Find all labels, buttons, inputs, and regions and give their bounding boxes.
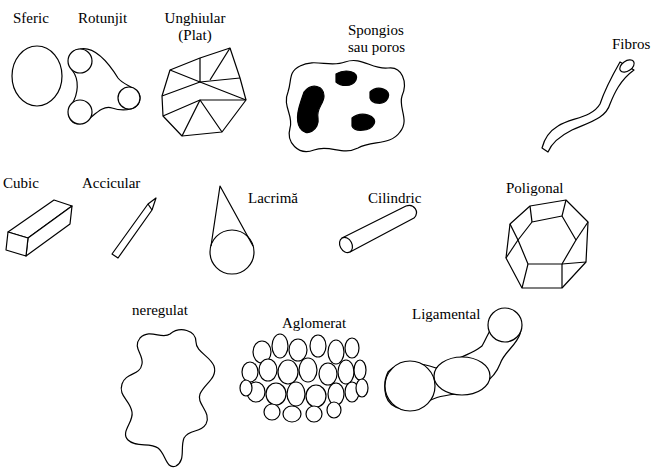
agglomerate-grain xyxy=(345,338,359,358)
agglomerate-grain xyxy=(319,363,337,385)
agglomerate-grain xyxy=(259,359,277,381)
agglomerate-grain xyxy=(289,339,307,361)
agglomerate-grain xyxy=(306,406,322,422)
shape-label: Cubic xyxy=(3,175,39,192)
fibrous-particle xyxy=(542,57,636,152)
spherical-particle xyxy=(12,46,62,106)
ligamental-particle xyxy=(385,308,522,411)
agglomerate-grain xyxy=(242,362,258,382)
shape-label: Lacrimă xyxy=(248,190,298,207)
agglomerate-grain xyxy=(310,335,326,357)
angular-particle xyxy=(162,48,246,136)
agglomerate-grain xyxy=(328,340,344,364)
agglomerate-grain xyxy=(272,334,288,358)
agglomerate-grain xyxy=(327,402,341,418)
agglomerate-grain xyxy=(240,380,252,396)
rounded-particle xyxy=(68,49,140,124)
shape-label: Spongios sau poros xyxy=(348,22,418,56)
agglomerate-grain xyxy=(356,379,368,397)
shape-label: Sferic xyxy=(13,10,49,27)
acicular-particle xyxy=(112,198,156,258)
agglomerate-grain xyxy=(283,406,301,422)
agglomerate-grain xyxy=(287,382,305,406)
agglomerate-grain xyxy=(306,385,326,407)
agglomerate-grain xyxy=(299,358,317,382)
agglomerate-particle xyxy=(240,334,368,422)
shape-label: Aglomerat xyxy=(282,315,346,332)
shape-label: Rotunjit xyxy=(78,10,127,27)
polygonal-particle xyxy=(506,200,588,288)
shape-label: Ligamental xyxy=(412,306,480,323)
agglomerate-grain xyxy=(354,360,366,380)
shape-label: neregulat xyxy=(132,302,188,319)
irregular-particle xyxy=(121,330,215,467)
cylindrical-particle xyxy=(337,205,416,254)
agglomerate-grain xyxy=(266,383,286,405)
shape-label: Accicular xyxy=(82,175,140,192)
teardrop-particle xyxy=(210,186,254,274)
shape-label: Fibros xyxy=(612,36,650,53)
shape-label: Cilindric xyxy=(368,190,421,207)
porous-particle xyxy=(286,60,404,151)
agglomerate-grain xyxy=(338,360,354,384)
cubic-particle xyxy=(6,200,72,256)
agglomerate-grain xyxy=(264,404,280,420)
shape-label: Poligonal xyxy=(506,180,564,197)
agglomerate-grain xyxy=(278,360,298,384)
shape-label: Unghiular (Plat) xyxy=(154,10,236,44)
